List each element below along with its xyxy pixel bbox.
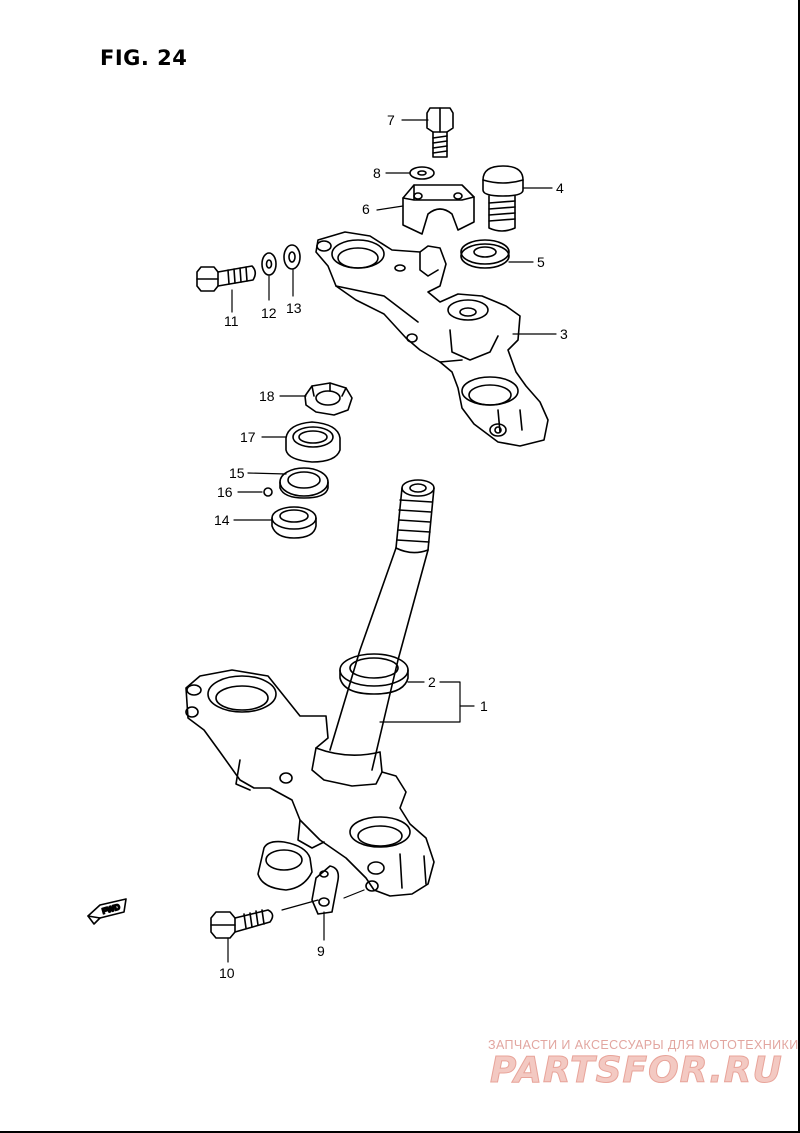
fwd-arrow-icon — [87, 898, 127, 925]
callout-7: 7 — [387, 112, 395, 128]
callout-6: 6 — [362, 201, 370, 217]
ball-16 — [263, 487, 273, 497]
washer-13 — [283, 244, 301, 270]
callout-9: 9 — [317, 943, 325, 959]
callout-12: 12 — [261, 305, 277, 321]
figure-title: FIG. 24 — [100, 46, 188, 70]
watermark-tagline: ЗАПЧАСТИ И АКСЕССУАРЫ ДЛЯ МОТОТЕХНИКИ — [488, 1038, 799, 1052]
nut-18 — [304, 382, 353, 416]
washer-5 — [460, 239, 510, 269]
race-17 — [285, 421, 341, 463]
callout-8: 8 — [373, 165, 381, 181]
leader-lines — [227, 119, 557, 963]
callout-17: 17 — [240, 429, 256, 445]
race-14 — [271, 506, 317, 539]
clamp-6 — [402, 184, 475, 235]
bolt-7 — [426, 107, 454, 158]
callout-5: 5 — [537, 254, 545, 270]
callout-labels: 7 8 4 6 5 3 11 12 13 18 17 15 16 14 2 1 … — [214, 112, 568, 981]
callout-10: 10 — [219, 965, 235, 981]
callout-4: 4 — [556, 180, 564, 196]
bolt-11 — [196, 265, 257, 292]
bolt-10 — [210, 909, 274, 939]
washer-12 — [261, 252, 277, 276]
callout-11: 11 — [224, 313, 239, 329]
callout-3: 3 — [560, 326, 568, 342]
plate-9 — [257, 840, 340, 915]
watermark-logo: PARTSFOR.RU — [490, 1050, 783, 1092]
callout-18: 18 — [259, 388, 275, 404]
callout-1: 1 — [480, 698, 488, 714]
callout-16: 16 — [217, 484, 233, 500]
upper-bracket-3 — [315, 231, 549, 447]
lower-bracket-1 — [185, 479, 435, 897]
bearing-15 — [279, 467, 329, 499]
callout-15: 15 — [229, 465, 245, 481]
callout-2: 2 — [428, 674, 436, 690]
callout-14: 14 — [214, 512, 230, 528]
callout-13: 13 — [286, 300, 302, 316]
bolt-4 — [482, 165, 524, 232]
washer-8 — [409, 166, 435, 180]
